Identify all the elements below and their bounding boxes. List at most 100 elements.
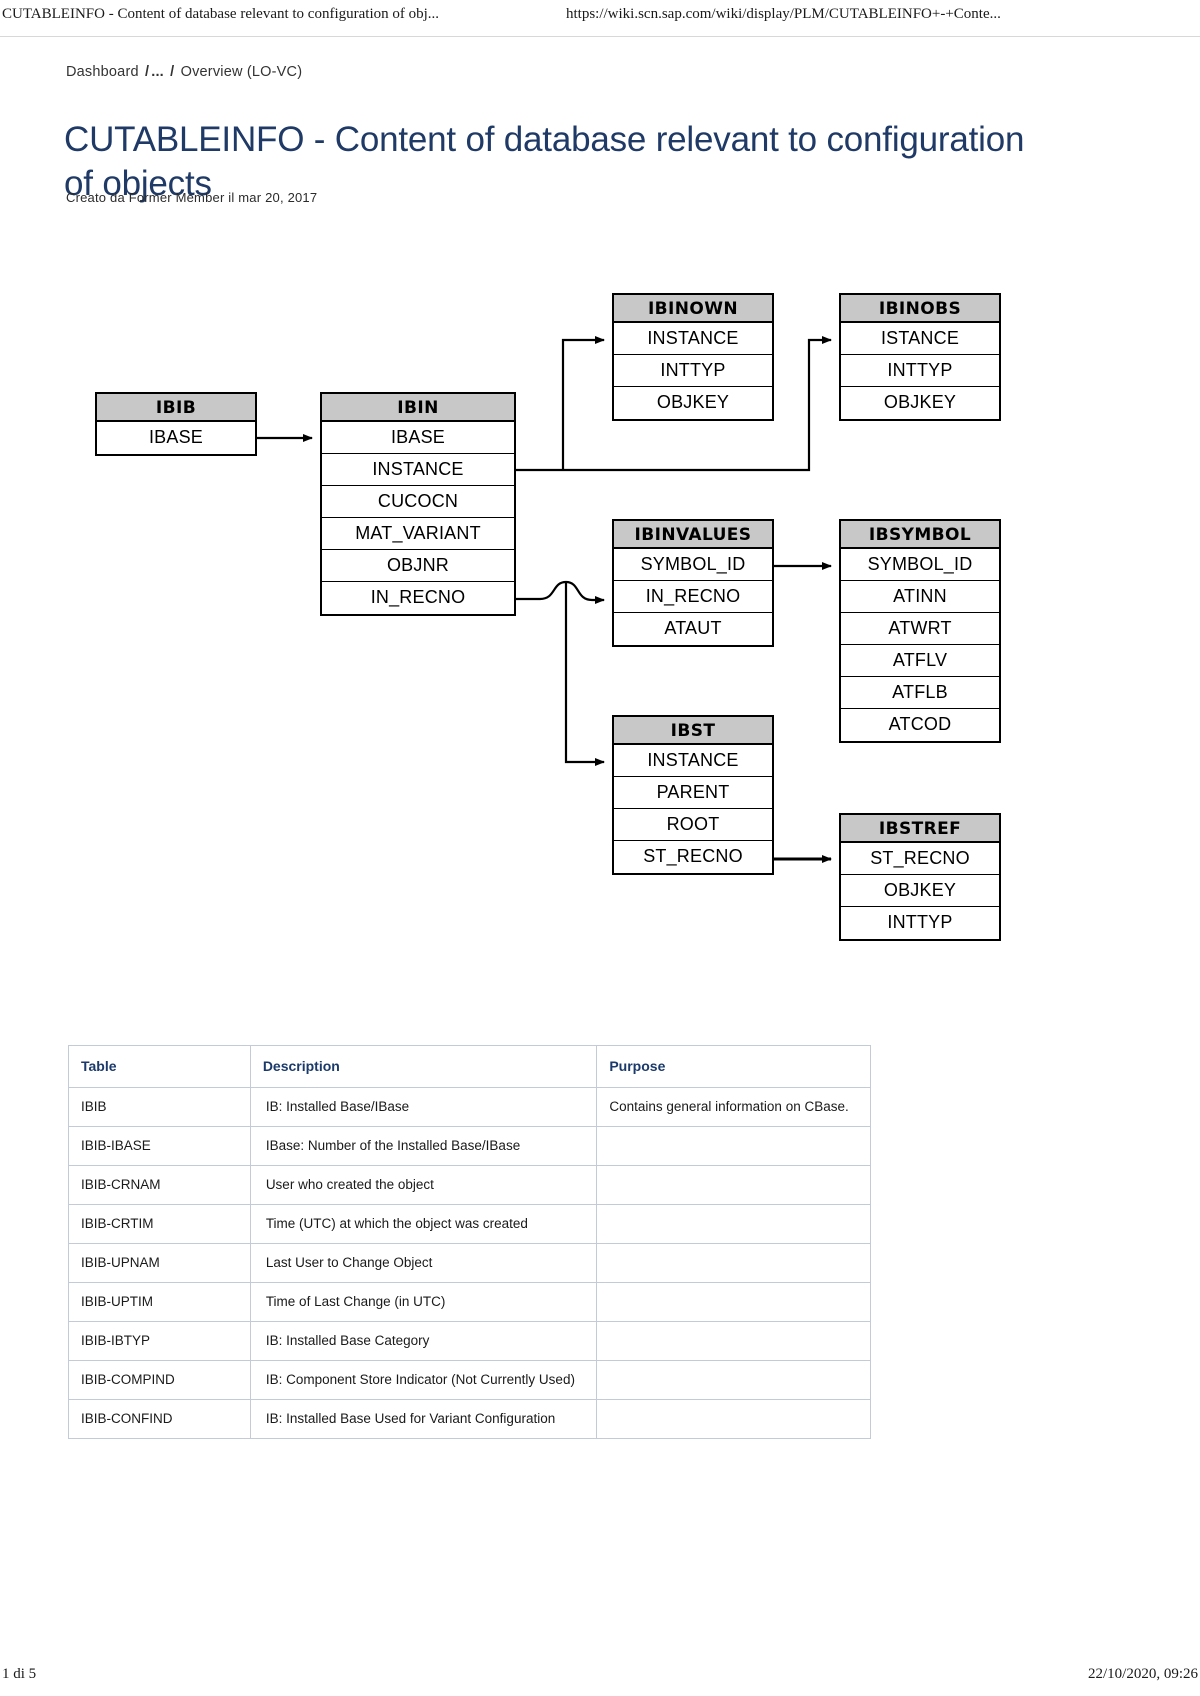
- er-field: SYMBOL_ID: [841, 549, 999, 581]
- breadcrumb-ellipsis[interactable]: ...: [151, 64, 164, 80]
- cell-purpose: [596, 1165, 871, 1205]
- column-header-purpose: Purpose: [596, 1045, 871, 1088]
- er-entity-title: IBIB: [97, 394, 255, 422]
- er-entity-ibstref[interactable]: IBSTREF ST_RECNO OBJKEY INTTYP: [839, 813, 1001, 941]
- er-entity-ibin[interactable]: IBIN IBASE INSTANCE CUCOCN MAT_VARIANT O…: [320, 392, 516, 616]
- cell-purpose: [596, 1399, 871, 1439]
- table-row: IBIB-IBTYP IB: Installed Base Category: [68, 1321, 871, 1361]
- breadcrumb-separator: /: [170, 64, 175, 80]
- table-header-row: Table Description Purpose: [68, 1045, 871, 1088]
- page-byline: Creato da Former Member il mar 20, 2017: [66, 190, 318, 205]
- er-field: SYMBOL_ID: [614, 549, 772, 581]
- er-diagram: IBIB IBASE IBIN IBASE INSTANCE CUCOCN MA…: [0, 260, 1200, 960]
- cell-description: Time (UTC) at which the object was creat…: [249, 1204, 598, 1244]
- er-field: ATWRT: [841, 613, 999, 645]
- er-entity-ibsymbol[interactable]: IBSYMBOL SYMBOL_ID ATINN ATWRT ATFLV ATF…: [839, 519, 1001, 743]
- table-row: IBIB IB: Installed Base/IBase Contains g…: [68, 1087, 871, 1127]
- cell-description: IBase: Number of the Installed Base/IBas…: [249, 1126, 598, 1166]
- cell-description: IB: Installed Base Used for Variant Conf…: [249, 1399, 598, 1439]
- cell-purpose: [596, 1360, 871, 1400]
- breadcrumb-item-overview[interactable]: Overview (LO-VC): [180, 64, 303, 80]
- page-title: CUTABLEINFO - Content of database releva…: [64, 120, 1025, 204]
- er-entity-ibib[interactable]: IBIB IBASE: [95, 392, 257, 456]
- cell-purpose: [596, 1282, 871, 1322]
- table-row: IBIB-UPTIM Time of Last Change (in UTC): [68, 1282, 871, 1322]
- er-connector-lines: [257, 336, 832, 863]
- table-row: IBIB-COMPIND IB: Component Store Indicat…: [68, 1360, 871, 1400]
- er-entity-ibinown[interactable]: IBINOWN INSTANCE INTTYP OBJKEY: [612, 293, 774, 421]
- table-row: IBIB-CRNAM User who created the object: [68, 1165, 871, 1205]
- er-field: ISTANCE: [841, 323, 999, 355]
- table-row: IBIB-CONFIND IB: Installed Base Used for…: [68, 1399, 871, 1439]
- er-entity-title: IBINOBS: [841, 295, 999, 323]
- er-field: OBJKEY: [614, 387, 772, 419]
- cell-table: IBIB-UPNAM: [68, 1243, 251, 1283]
- print-header-url: https://wiki.scn.sap.com/wiki/display/PL…: [566, 6, 1001, 22]
- er-field: IN_RECNO: [322, 582, 514, 614]
- cell-description: IB: Installed Base/IBase: [249, 1087, 598, 1127]
- er-field: INSTANCE: [614, 323, 772, 355]
- table-row: IBIB-CRTIM Time (UTC) at which the objec…: [68, 1204, 871, 1244]
- table-body: IBIB IB: Installed Base/IBase Contains g…: [68, 1087, 871, 1439]
- er-field: IBASE: [97, 422, 255, 454]
- er-field: INTTYP: [614, 355, 772, 387]
- print-footer-page: 1 di 5: [2, 1666, 37, 1682]
- cell-table: IBIB-IBASE: [68, 1126, 251, 1166]
- table-row: IBIB-IBASE IBase: Number of the Installe…: [68, 1126, 871, 1166]
- cell-table: IBIB-CONFIND: [68, 1399, 251, 1439]
- header-divider: [0, 36, 1200, 37]
- er-entity-title: IBSYMBOL: [841, 521, 999, 549]
- er-field: ATFLV: [841, 645, 999, 677]
- er-field: ST_RECNO: [841, 843, 999, 875]
- er-field: ATAUT: [614, 613, 772, 645]
- cell-description: Last User to Change Object: [249, 1243, 598, 1283]
- er-field: ATINN: [841, 581, 999, 613]
- column-header-description: Description: [249, 1045, 598, 1088]
- cell-table: IBIB-CRTIM: [68, 1204, 251, 1244]
- cell-purpose: Contains general information on CBase.: [596, 1087, 871, 1127]
- table-row: IBIB-UPNAM Last User to Change Object: [68, 1243, 871, 1283]
- er-entity-title: IBIN: [322, 394, 514, 422]
- er-field: IN_RECNO: [614, 581, 772, 613]
- cell-table: IBIB-UPTIM: [68, 1282, 251, 1322]
- er-field: ST_RECNO: [614, 841, 772, 873]
- cell-description: User who created the object: [249, 1165, 598, 1205]
- cell-purpose: [596, 1243, 871, 1283]
- cell-table: IBIB: [68, 1087, 251, 1127]
- er-field: ROOT: [614, 809, 772, 841]
- er-entity-title: IBSTREF: [841, 815, 999, 843]
- cell-description: IB: Installed Base Category: [249, 1321, 598, 1361]
- er-entity-ibinvalues[interactable]: IBINVALUES SYMBOL_ID IN_RECNO ATAUT: [612, 519, 774, 647]
- er-field: INTTYP: [841, 355, 999, 387]
- er-entity-title: IBINVALUES: [614, 521, 772, 549]
- er-field: OBJKEY: [841, 875, 999, 907]
- breadcrumb-item-dashboard[interactable]: Dashboard: [66, 64, 139, 80]
- cell-purpose: [596, 1321, 871, 1361]
- cell-table: IBIB-CRNAM: [68, 1165, 251, 1205]
- cell-description: IB: Component Store Indicator (Not Curre…: [249, 1360, 598, 1400]
- table-definitions: Table Description Purpose IBIB IB: Insta…: [68, 1045, 871, 1439]
- er-field: INSTANCE: [322, 454, 514, 486]
- er-field: PARENT: [614, 777, 772, 809]
- print-footer-timestamp: 22/10/2020, 09:26: [1087, 1666, 1198, 1682]
- er-entity-title: IBST: [614, 717, 772, 745]
- er-field: INTTYP: [841, 907, 999, 939]
- breadcrumb: Dashboard /... / Overview (LO-VC): [66, 64, 302, 80]
- er-field: INSTANCE: [614, 745, 772, 777]
- cell-purpose: [596, 1204, 871, 1244]
- er-field: MAT_VARIANT: [322, 518, 514, 550]
- er-field: IBASE: [322, 422, 514, 454]
- breadcrumb-separator: /: [144, 64, 150, 80]
- cell-table: IBIB-COMPIND: [68, 1360, 251, 1400]
- column-header-table: Table: [68, 1045, 251, 1088]
- er-field: ATFLB: [841, 677, 999, 709]
- er-entity-ibst[interactable]: IBST INSTANCE PARENT ROOT ST_RECNO: [612, 715, 774, 875]
- cell-description: Time of Last Change (in UTC): [249, 1282, 598, 1322]
- print-header-title: CUTABLEINFO - Content of database releva…: [2, 6, 440, 22]
- browser-print-footer: 1 di 5 22/10/2020, 09:26: [0, 1666, 1200, 1686]
- er-field: CUCOCN: [322, 486, 514, 518]
- er-entity-ibinobs[interactable]: IBINOBS ISTANCE INTTYP OBJKEY: [839, 293, 1001, 421]
- er-field: OBJNR: [322, 550, 514, 582]
- er-entity-title: IBINOWN: [614, 295, 772, 323]
- er-field: OBJKEY: [841, 387, 999, 419]
